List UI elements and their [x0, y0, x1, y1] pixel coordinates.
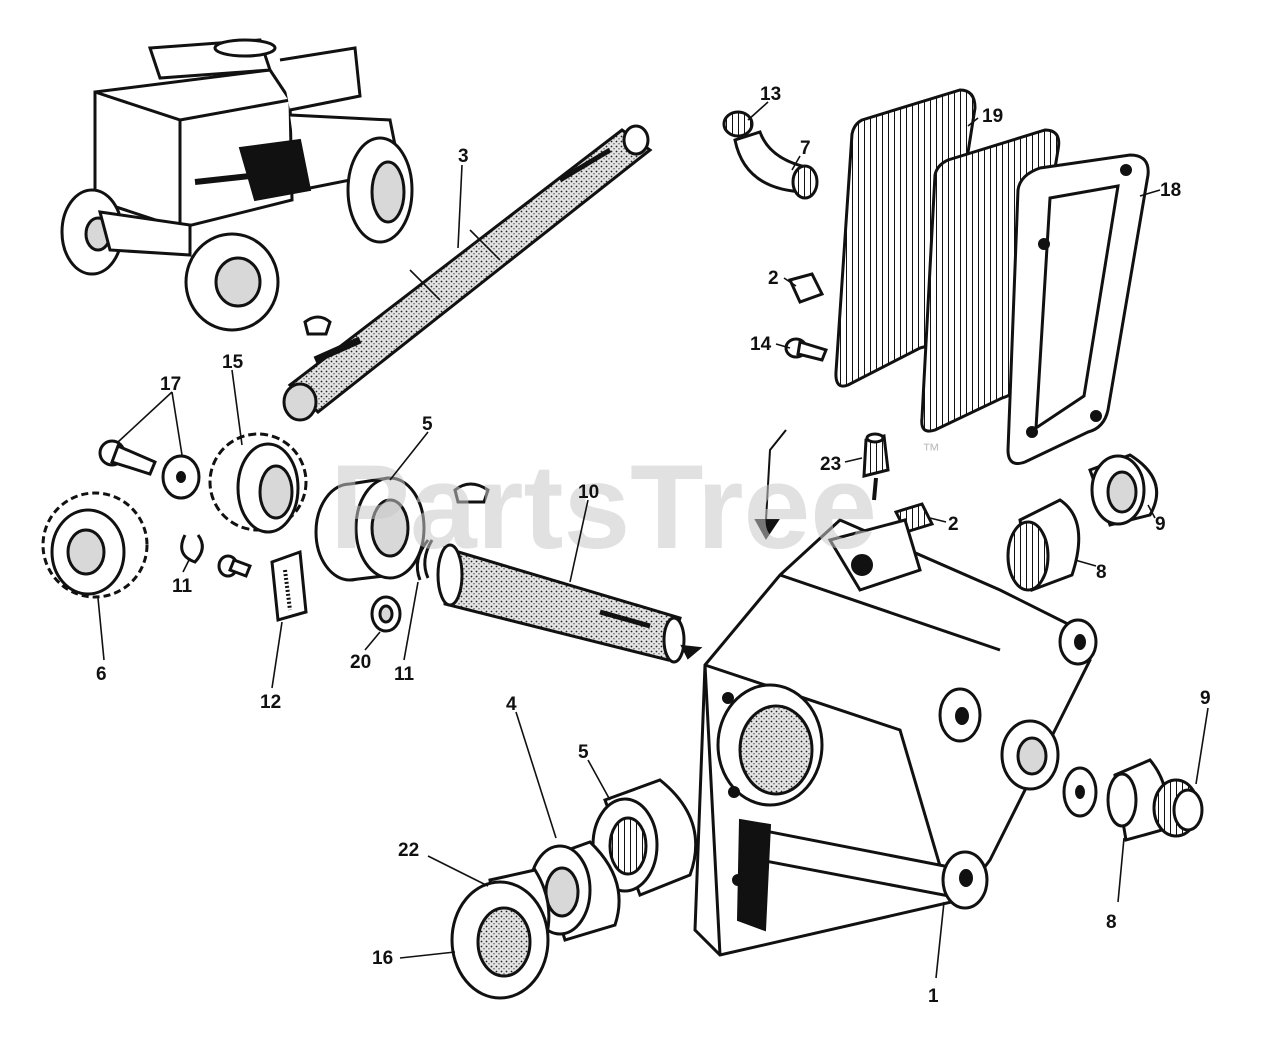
plug-2-top	[787, 272, 825, 304]
seal-9-top	[1088, 453, 1159, 527]
sprocket-15	[208, 432, 308, 534]
callout-2-top: 2	[768, 268, 779, 289]
transmission-housing-1	[693, 518, 1098, 957]
leader-lines	[97, 101, 1209, 979]
breather-13	[722, 110, 754, 138]
callout-6: 6	[96, 664, 107, 685]
callout-18: 18	[1160, 180, 1181, 201]
shaft-key-10	[453, 482, 490, 504]
bearing-8-bottom	[1106, 758, 1168, 842]
main-shaft	[282, 124, 653, 422]
callout-5-bottom: 5	[578, 742, 589, 763]
callout-20: 20	[350, 652, 371, 673]
callout-15: 15	[222, 352, 244, 373]
gasket-18	[1006, 153, 1150, 465]
snap-ring-11a	[180, 534, 204, 564]
bearing-5-top	[314, 476, 426, 582]
callout-labels: 13 19 7 18 3 2 14 17 15 5 10 23 2 9 8 11…	[96, 84, 1211, 1007]
callout-9-bottom: 9	[1200, 688, 1211, 709]
callout-23: 23	[820, 454, 841, 475]
callout-13: 13	[760, 84, 781, 105]
callout-8-bottom: 8	[1106, 912, 1117, 933]
shaft-key	[303, 315, 332, 336]
trademark-symbol: ™	[922, 440, 940, 460]
callout-9-top: 9	[1155, 514, 1166, 535]
callout-5-top: 5	[422, 414, 433, 435]
callout-22: 22	[398, 840, 419, 861]
callout-10: 10	[578, 482, 599, 503]
tractor-illustration	[60, 38, 414, 332]
callout-7: 7	[800, 138, 811, 159]
output-shaft-10	[436, 543, 686, 664]
small-sprocket-6	[41, 491, 149, 599]
watermark-text: PartsTree	[330, 440, 877, 574]
callout-12: 12	[260, 692, 281, 713]
snap-ring-11b	[415, 539, 434, 581]
screw-12	[217, 554, 252, 578]
grease-fitting-23	[862, 432, 890, 501]
screw-14	[784, 337, 828, 362]
callout-3: 3	[458, 146, 469, 167]
callout-19: 19	[982, 106, 1003, 127]
callout-16: 16	[372, 948, 393, 969]
seal-16	[450, 880, 550, 1000]
callout-17: 17	[160, 374, 181, 395]
bearing-8-top	[1006, 498, 1081, 593]
bolt-17	[98, 439, 157, 476]
callout-11-mid: 11	[394, 664, 415, 685]
callout-4: 4	[506, 694, 517, 715]
callout-8-top: 8	[1096, 562, 1107, 583]
callout-11-left: 11	[172, 576, 193, 597]
callout-14: 14	[750, 334, 772, 355]
callout-2-side: 2	[948, 514, 959, 535]
nut-9-bottom	[1152, 778, 1204, 838]
elbow-7	[733, 130, 819, 200]
callout-1: 1	[928, 986, 939, 1007]
